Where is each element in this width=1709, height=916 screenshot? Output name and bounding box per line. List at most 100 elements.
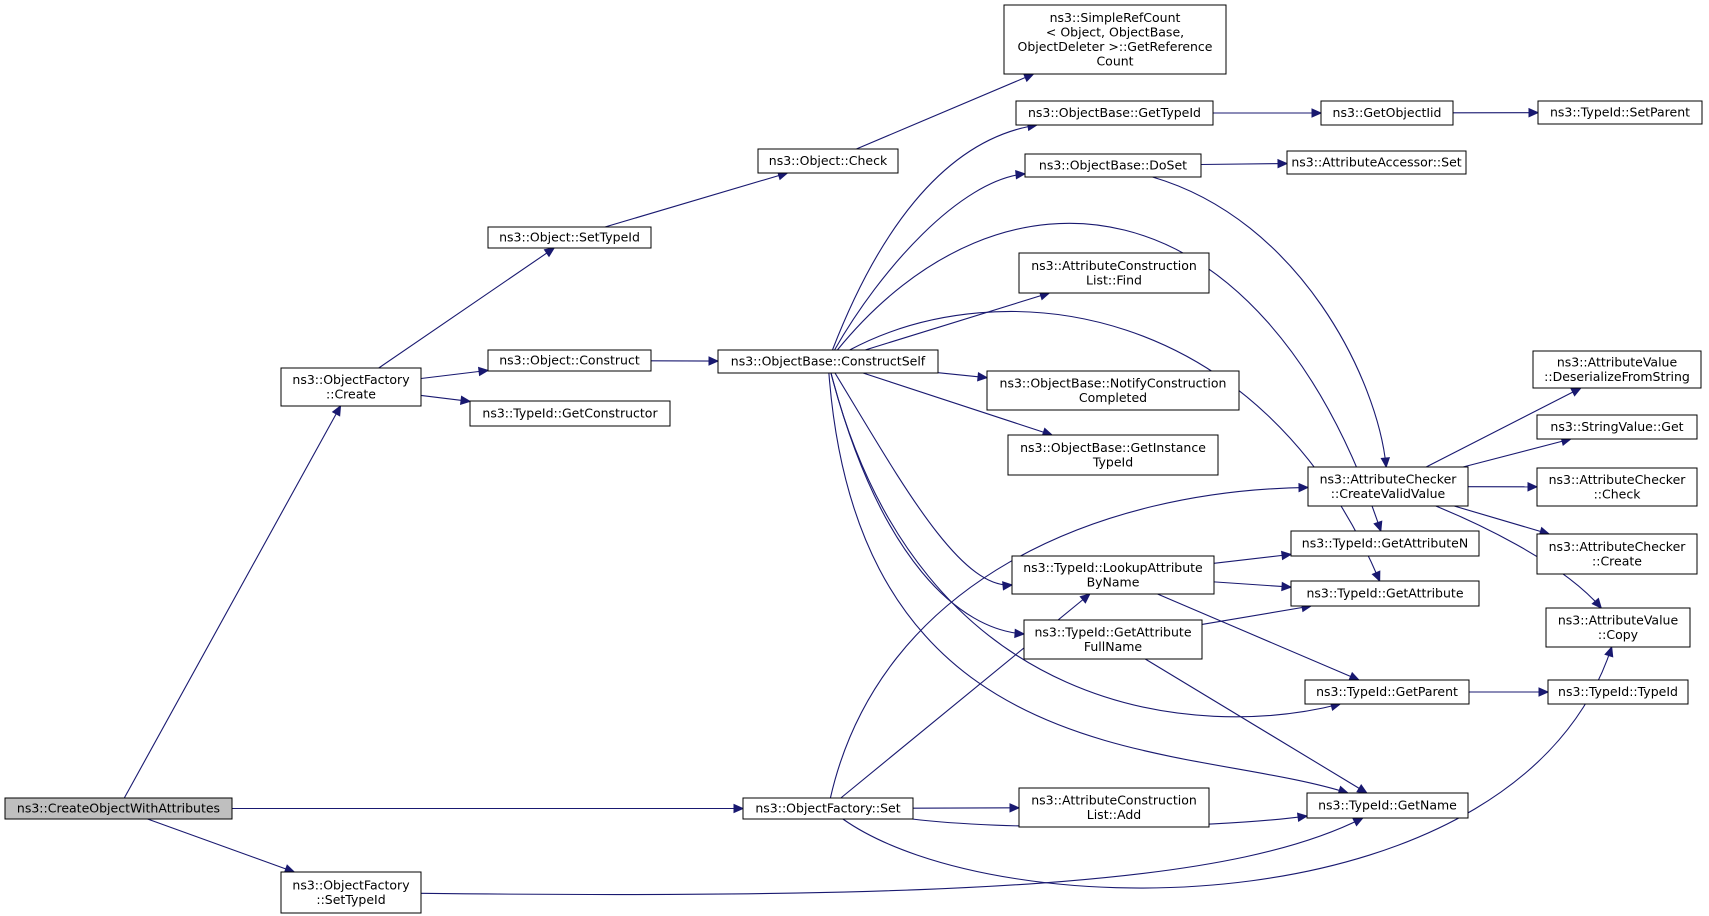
node-ofsettypeid[interactable]: ns3::ObjectFactory::SetTypeId — [280, 871, 422, 914]
node-obgettypeid[interactable]: ns3::ObjectBase::GetTypeId — [1015, 100, 1214, 126]
node-checkercreate[interactable]: ns3::AttributeChecker::Create — [1536, 533, 1698, 575]
node-objsettypeid[interactable]: ns3::Object::SetTypeId — [487, 226, 652, 249]
node-label: ns3::AttributeConstruction — [1031, 258, 1197, 273]
edge-line — [1213, 581, 1292, 588]
node-label: ns3::ObjectBase::GetTypeId — [1028, 105, 1201, 120]
node-label: ::Check — [1594, 486, 1642, 501]
arrowhead-icon — [1527, 482, 1539, 492]
node-box — [1003, 4, 1227, 75]
edge-obgettypeid-to-getobjectiid — [1213, 108, 1323, 118]
node-label: TypeId — [1092, 454, 1133, 469]
node-simplerefcount[interactable]: ns3::SimpleRefCount< Object, ObjectBase,… — [1003, 4, 1227, 75]
edge-constructself-to-getattrfull — [830, 372, 1026, 639]
arrowhead-icon — [1298, 482, 1310, 493]
node-label: Completed — [1079, 390, 1147, 405]
edge-getattrfull-to-getname — [1144, 658, 1368, 794]
node-getobjectiid[interactable]: ns3::GetObjectIid — [1320, 100, 1454, 126]
node-getattrn[interactable]: ns3::TypeId::GetAttributeN — [1290, 530, 1480, 557]
edge-createvalid-to-checkercheck — [1467, 482, 1539, 492]
edge-constructself-to-aclfind — [865, 291, 1051, 351]
node-createobj: ns3::CreateObjectWithAttributes — [4, 797, 233, 820]
edge-line — [1213, 553, 1292, 564]
node-box — [1306, 792, 1469, 819]
edge-line — [829, 486, 1309, 799]
node-dosets[interactable]: ns3::ObjectBase::DoSet — [1024, 153, 1202, 178]
edge-constructself-to-dosets — [834, 169, 1027, 351]
node-createvalid[interactable]: ns3::AttributeChecker::CreateValidValue — [1307, 466, 1469, 507]
node-box — [1547, 679, 1689, 705]
node-box — [1011, 555, 1215, 595]
node-objcheck[interactable]: ns3::Object::Check — [757, 148, 899, 174]
node-box — [1290, 530, 1480, 557]
node-getparent[interactable]: ns3::TypeId::GetParent — [1304, 679, 1470, 705]
node-getconstructor[interactable]: ns3::TypeId::GetConstructor — [469, 400, 671, 427]
arrowhead-icon — [977, 371, 989, 382]
node-label: ns3::AttributeValue — [1557, 354, 1678, 369]
node-label: ns3::GetObjectIid — [1333, 105, 1442, 120]
arrowhead-icon — [1281, 550, 1293, 561]
arrowhead-icon — [1296, 812, 1309, 822]
node-label: List::Find — [1086, 272, 1142, 287]
arrowhead-icon — [1538, 687, 1550, 697]
call-edges — [123, 73, 1614, 896]
node-box — [4, 797, 233, 820]
node-label: ns3::ObjectFactory — [292, 877, 410, 892]
node-label: ::Copy — [1598, 627, 1639, 642]
node-label: List::Add — [1087, 807, 1141, 822]
node-label: ns3::ObjectBase::GetInstance — [1020, 440, 1206, 455]
node-constructself[interactable]: ns3::ObjectBase::ConstructSelf — [717, 349, 939, 374]
edge-objconstruct-to-constructself — [650, 356, 720, 366]
node-box — [1536, 533, 1698, 575]
edge-line — [834, 372, 1013, 586]
node-box — [1536, 467, 1698, 507]
node-label: ns3::Object::SetTypeId — [499, 230, 640, 245]
edge-constructself-to-getname — [828, 372, 1350, 795]
edge-ofsettypeid-to-getname — [420, 817, 1364, 896]
node-valuecopy[interactable]: ns3::AttributeValue::Copy — [1545, 607, 1691, 648]
node-label: ::DeserializeFromString — [1544, 369, 1690, 384]
node-checkercheck[interactable]: ns3::AttributeChecker::Check — [1536, 467, 1698, 507]
node-box — [1537, 100, 1703, 125]
node-stringget[interactable]: ns3::StringValue::Get — [1536, 414, 1698, 440]
node-box — [757, 148, 899, 174]
node-box — [487, 226, 652, 249]
edge-line — [420, 369, 489, 380]
node-accessorset[interactable]: ns3::AttributeAccessor::Set — [1286, 150, 1467, 175]
node-box — [1290, 580, 1480, 607]
edge-createvalid-to-valuecopy — [1435, 505, 1603, 609]
arrowhead-icon — [331, 404, 342, 417]
node-label: ns3::AttributeValue — [1558, 612, 1679, 627]
edge-ofcreate-to-getconstructor — [420, 394, 472, 405]
node-box — [487, 349, 652, 372]
node-setparent[interactable]: ns3::TypeId::SetParent — [1537, 100, 1703, 125]
node-label: ns3::TypeId::GetAttributeN — [1302, 536, 1468, 551]
arrowhead-icon — [1380, 457, 1391, 469]
node-label: FullName — [1084, 639, 1143, 654]
node-getattr[interactable]: ns3::TypeId::GetAttribute — [1290, 580, 1480, 607]
edge-line — [1454, 505, 1550, 535]
node-label: Count — [1096, 53, 1133, 68]
node-objconstruct[interactable]: ns3::Object::Construct — [487, 349, 652, 372]
node-label: ns3::ObjectBase::DoSet — [1039, 158, 1187, 173]
node-ofcreate[interactable]: ns3::ObjectFactory::Create — [280, 367, 422, 407]
node-label: ns3::ObjectFactory::Set — [755, 801, 900, 816]
call-nodes: ns3::CreateObjectWithAttributesns3::Obje… — [4, 4, 1703, 914]
edge-constructself-to-getparent — [830, 372, 1342, 718]
node-notify[interactable]: ns3::ObjectBase::NotifyConstructionCompl… — [986, 370, 1240, 411]
node-deserialize[interactable]: ns3::AttributeValue::DeserializeFromStri… — [1532, 350, 1702, 389]
edge-line — [1425, 387, 1582, 468]
edge-createobj-to-ofcreate — [123, 404, 342, 799]
node-label: ns3::TypeId::SetParent — [1550, 105, 1690, 120]
node-label: ::SetTypeId — [316, 892, 385, 907]
edge-getparent-to-typeidtypeid — [1469, 687, 1550, 697]
node-ofset[interactable]: ns3::ObjectFactory::Set — [742, 797, 914, 820]
node-getname[interactable]: ns3::TypeId::GetName — [1306, 792, 1469, 819]
node-label: ns3::AttributeConstruction — [1031, 792, 1197, 807]
node-typeidtypeid[interactable]: ns3::TypeId::TypeId — [1547, 679, 1689, 705]
node-label: ns3::TypeId::GetName — [1318, 798, 1457, 813]
